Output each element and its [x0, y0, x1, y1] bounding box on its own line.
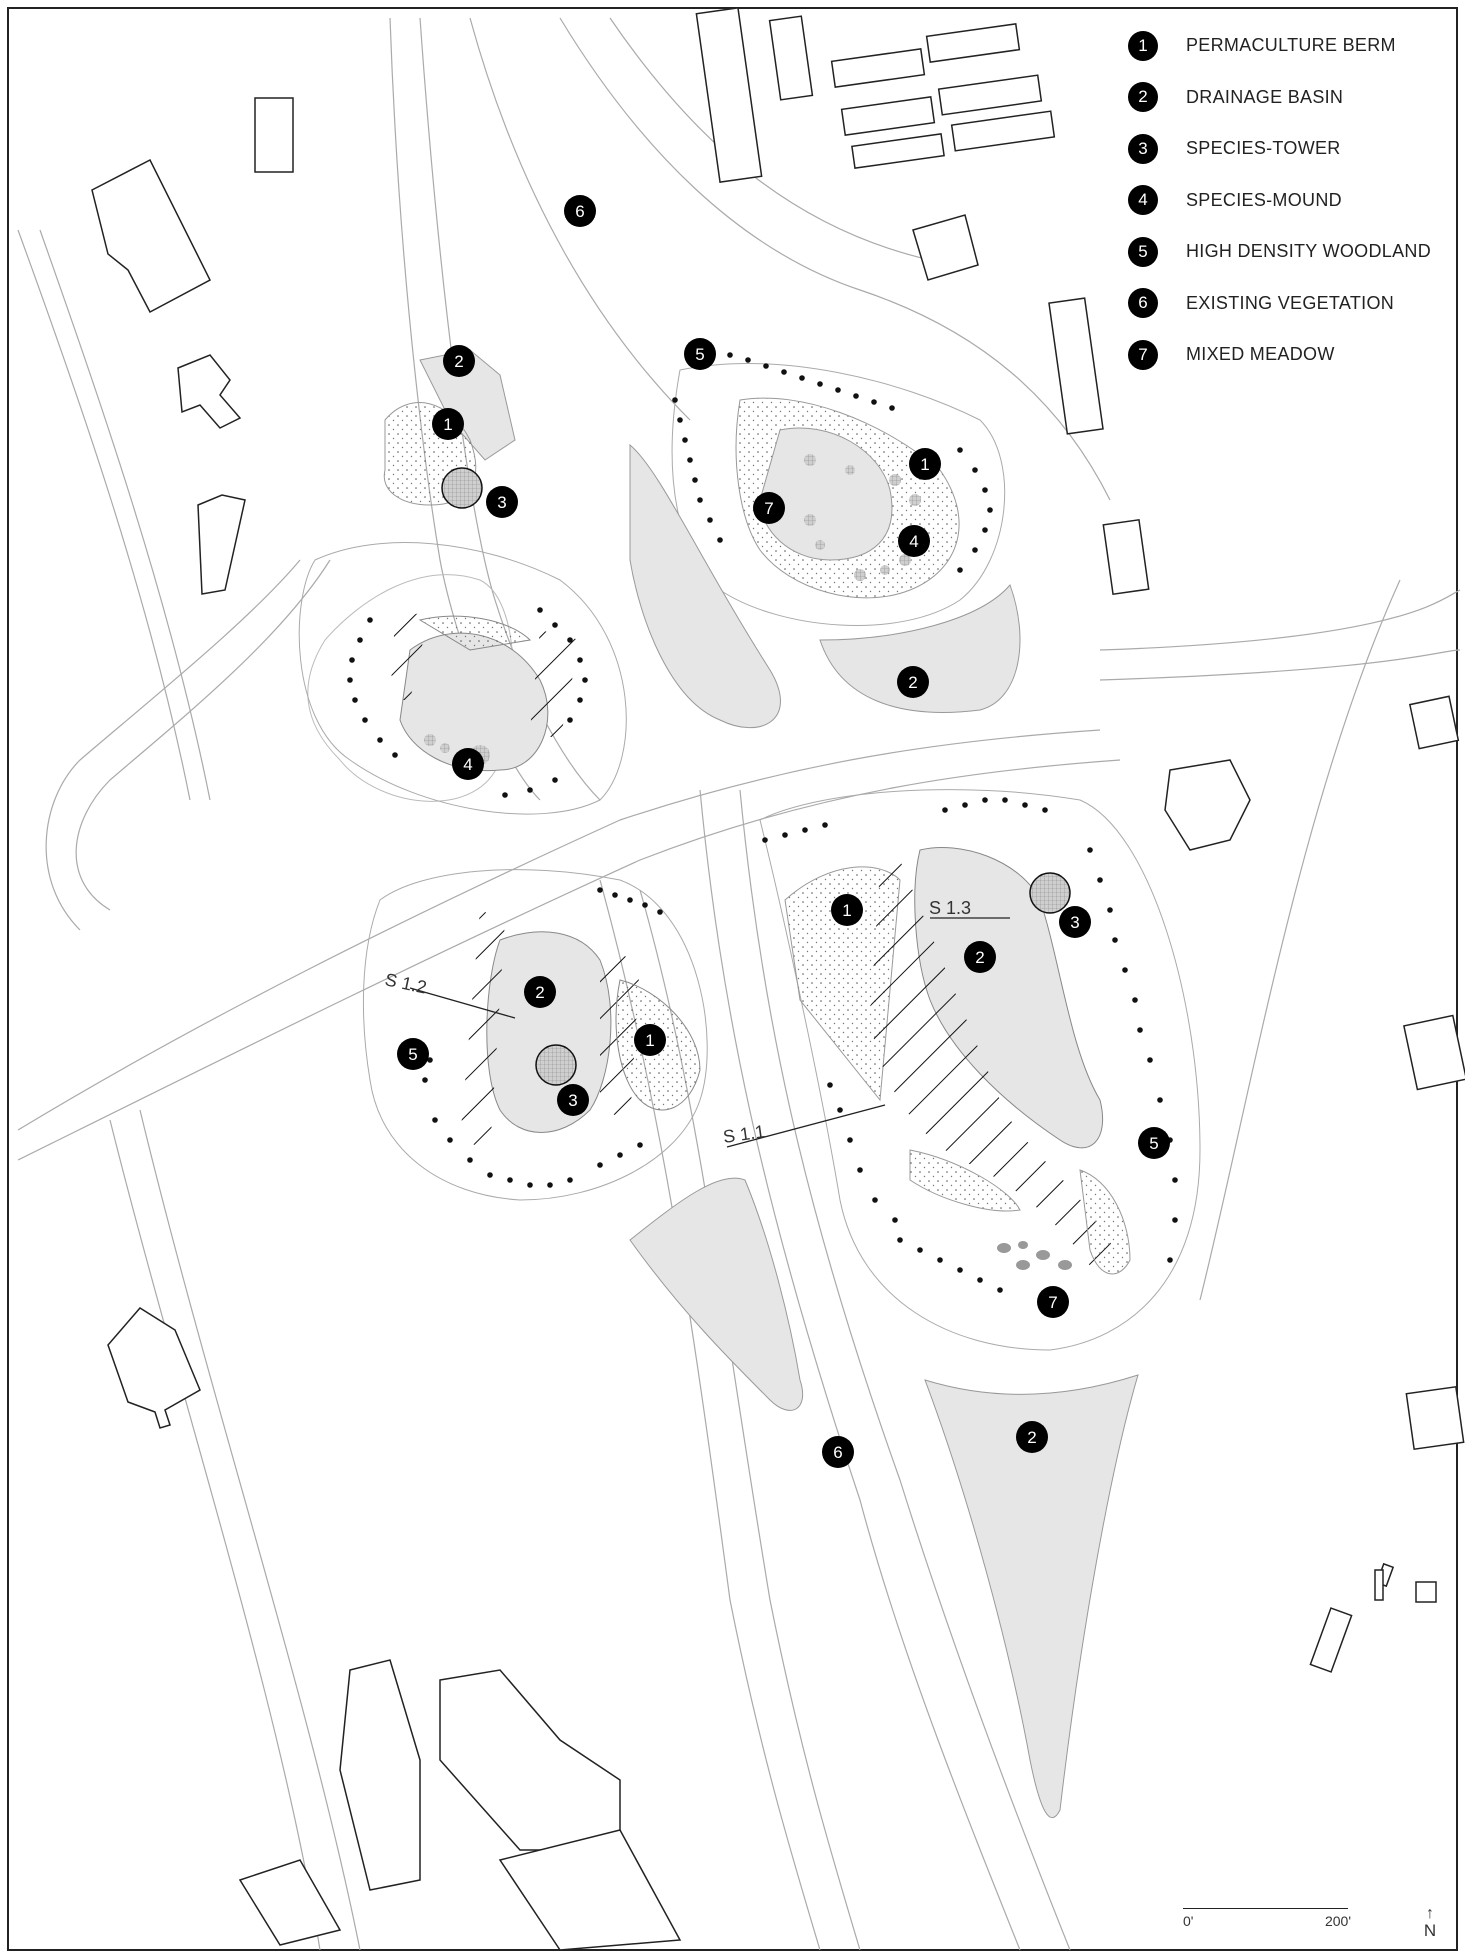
scale-bar-line — [1183, 1908, 1348, 1909]
marker-6-bottom: 6 — [822, 1436, 854, 1468]
legend-label: MIXED MEADOW — [1186, 344, 1335, 365]
scale-start-label: 0' — [1183, 1913, 1194, 1929]
section-label-s1-1: S 1.1 — [722, 1121, 766, 1147]
section-labels: S 1.2 S 1.3 S 1.1 — [383, 898, 971, 1147]
svg-text:6: 6 — [575, 202, 584, 221]
marker-7-a: 7 — [753, 492, 785, 524]
legend-number-badge: 5 — [1128, 236, 1158, 267]
scale-bar: 0' 200' — [1183, 1908, 1351, 1929]
legend-item-species-mound: 4 SPECIES-MOUND — [1128, 175, 1458, 227]
marker-6-top: 6 — [564, 195, 596, 227]
svg-text:5: 5 — [408, 1045, 417, 1064]
marker-2-d: 2 — [524, 976, 556, 1008]
legend-item-permaculture-berm: 1 PERMACULTURE BERM — [1128, 20, 1458, 72]
map-legend: 1 PERMACULTURE BERM 2 DRAINAGE BASIN 3 S… — [1128, 20, 1458, 381]
svg-text:1: 1 — [645, 1031, 654, 1050]
map-markers: 6 2 5 1 3 1 7 4 2 4 1 3 2 2 1 5 3 5 7 6 … — [397, 195, 1170, 1468]
svg-text:4: 4 — [909, 532, 918, 551]
legend-number-badge: 3 — [1128, 133, 1158, 164]
marker-2-a: 2 — [443, 345, 475, 377]
marker-5-c: 5 — [1138, 1127, 1170, 1159]
high-density-woodland-dots — [347, 352, 1178, 1293]
marker-3-c: 3 — [557, 1084, 589, 1116]
marker-5-a: 5 — [684, 338, 716, 370]
drainage-basins — [629, 1177, 1139, 1818]
marker-3-a: 3 — [486, 486, 518, 518]
svg-text:7: 7 — [764, 499, 773, 518]
marker-3-b: 3 — [1059, 906, 1091, 938]
legend-item-species-tower: 3 SPECIES-TOWER — [1128, 123, 1458, 175]
legend-item-existing-vegetation: 6 EXISTING VEGETATION — [1128, 278, 1458, 330]
svg-text:5: 5 — [695, 345, 704, 364]
legend-number-badge: 1 — [1128, 30, 1158, 61]
legend-number-badge: 6 — [1128, 288, 1158, 319]
svg-text:2: 2 — [975, 948, 984, 967]
section-label-s1-2: S 1.2 — [383, 969, 428, 997]
marker-1-c: 1 — [831, 894, 863, 926]
legend-label: PERMACULTURE BERM — [1186, 35, 1396, 56]
section-label-s1-3: S 1.3 — [929, 898, 971, 918]
svg-text:2: 2 — [908, 673, 917, 692]
north-indicator: ↑ N — [1418, 1906, 1442, 1940]
legend-label: SPECIES-MOUND — [1186, 189, 1342, 210]
svg-text:7: 7 — [1048, 1293, 1057, 1312]
svg-text:3: 3 — [1070, 913, 1079, 932]
legend-label: DRAINAGE BASIN — [1186, 86, 1344, 107]
north-arrow-icon: ↑ — [1426, 1905, 1434, 1922]
legend-number-badge: 2 — [1128, 82, 1158, 113]
marker-2-c: 2 — [964, 941, 996, 973]
legend-number-badge: 4 — [1128, 185, 1158, 216]
island-round-left — [298, 542, 627, 815]
existing-buildings — [91, 7, 1465, 1951]
marker-1-d: 1 — [634, 1024, 666, 1056]
legend-label: HIGH DENSITY WOODLAND — [1186, 241, 1431, 262]
legend-item-drainage-basin: 2 DRAINAGE BASIN — [1128, 72, 1458, 124]
svg-text:3: 3 — [497, 493, 506, 512]
svg-text:2: 2 — [454, 352, 463, 371]
island-upper-right — [629, 363, 1021, 729]
svg-text:3: 3 — [568, 1091, 577, 1110]
marker-1-b: 1 — [909, 448, 941, 480]
svg-text:1: 1 — [920, 455, 929, 474]
island-lower-right — [726, 789, 1201, 1351]
marker-4-a: 4 — [898, 525, 930, 557]
legend-number-badge: 7 — [1128, 339, 1158, 370]
svg-text:5: 5 — [1149, 1134, 1158, 1153]
scale-end-label: 200' — [1324, 1913, 1351, 1929]
legend-item-mixed-meadow: 7 MIXED MEADOW — [1128, 329, 1458, 381]
svg-text:1: 1 — [443, 415, 452, 434]
svg-text:1: 1 — [842, 901, 851, 920]
marker-2-e: 2 — [1016, 1421, 1048, 1453]
marker-4-b: 4 — [452, 748, 484, 780]
marker-7-b: 7 — [1037, 1286, 1069, 1318]
svg-text:2: 2 — [1027, 1428, 1036, 1447]
svg-text:2: 2 — [535, 983, 544, 1002]
marker-2-b: 2 — [897, 666, 929, 698]
svg-text:4: 4 — [463, 755, 472, 774]
marker-5-b: 5 — [397, 1038, 429, 1070]
north-label: N — [1423, 1921, 1437, 1940]
legend-label: EXISTING VEGETATION — [1186, 292, 1395, 313]
svg-text:6: 6 — [833, 1443, 842, 1462]
legend-item-high-density-woodland: 5 HIGH DENSITY WOODLAND — [1128, 226, 1458, 278]
marker-1-a: 1 — [432, 408, 464, 440]
legend-label: SPECIES-TOWER — [1186, 138, 1341, 159]
